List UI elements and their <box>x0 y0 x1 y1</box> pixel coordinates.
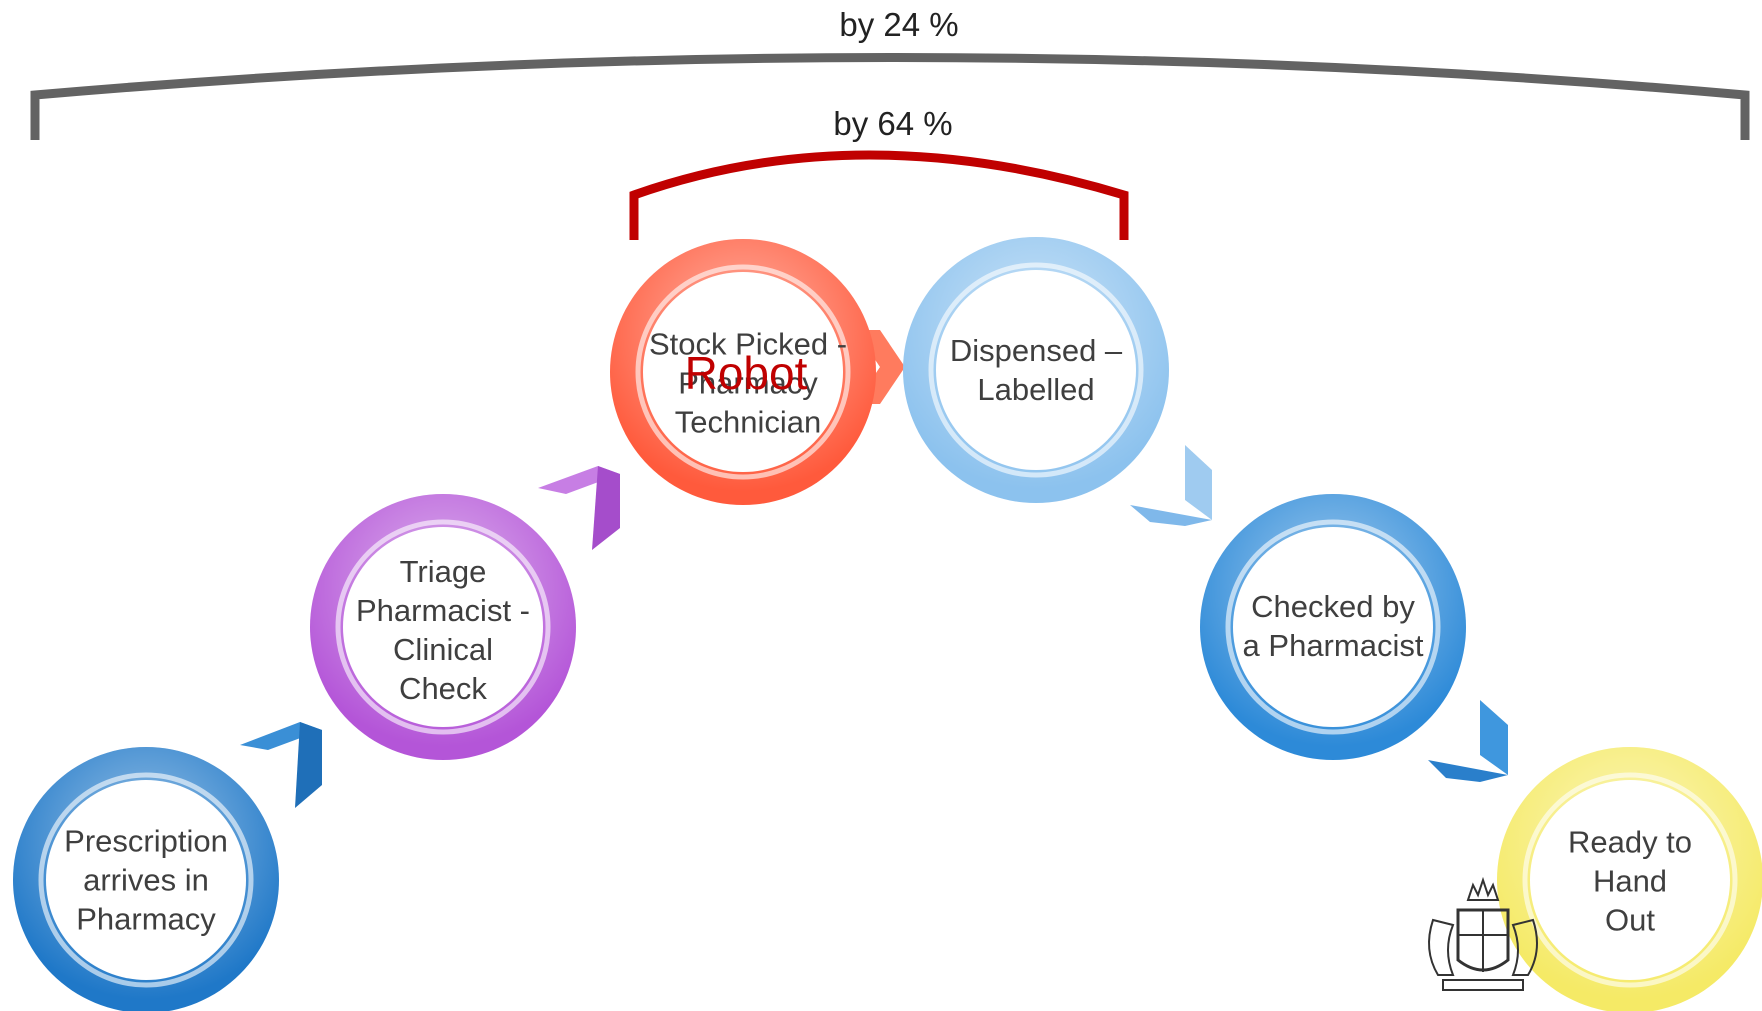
step-label-ready: Ready to Hand Out <box>1567 824 1693 938</box>
inner-percentage-label: by 64 % <box>833 105 953 142</box>
outer-bracket <box>30 53 1750 140</box>
step-ring-ready <box>1497 747 1762 1011</box>
step-label-checked: Checked by a Pharmacist <box>1242 589 1424 663</box>
coat-of-arms-icon <box>1428 876 1538 991</box>
arrow-1-icon <box>240 722 322 808</box>
outer-percentage-label: by 24 % <box>839 6 959 43</box>
step-ring-dispensed <box>903 237 1169 503</box>
step-ring-prescription <box>13 747 279 1011</box>
step-ring-stock <box>610 239 876 505</box>
arrow-2-icon <box>538 466 620 550</box>
step-ring-triage <box>310 494 576 760</box>
step-label-stock: Stock Picked - Pharmacy Technician <box>648 326 848 440</box>
step-label-dispensed: Dispensed – Labelled <box>949 333 1123 407</box>
step-label-prescription: Prescription arrives in Pharmacy <box>64 823 228 937</box>
arrow-5-icon <box>1428 700 1508 782</box>
robot-label: Robot <box>684 347 808 399</box>
step-ring-checked <box>1200 494 1466 760</box>
inner-bracket <box>629 150 1129 240</box>
step-label-triage: Triage Pharmacist - Clinical Check <box>356 554 530 706</box>
arrow-4-icon <box>1130 445 1212 526</box>
